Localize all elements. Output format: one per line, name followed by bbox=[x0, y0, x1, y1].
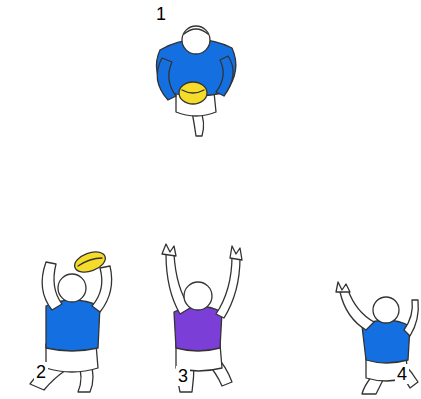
callout-number: 1 bbox=[154, 4, 168, 24]
player-figure bbox=[156, 26, 235, 136]
player-figure bbox=[162, 244, 242, 392]
callout-number: 2 bbox=[34, 362, 48, 382]
callout-number: 4 bbox=[395, 364, 409, 384]
player-figure bbox=[30, 248, 112, 392]
player-figure bbox=[336, 282, 418, 394]
callout-number: 3 bbox=[176, 366, 190, 386]
